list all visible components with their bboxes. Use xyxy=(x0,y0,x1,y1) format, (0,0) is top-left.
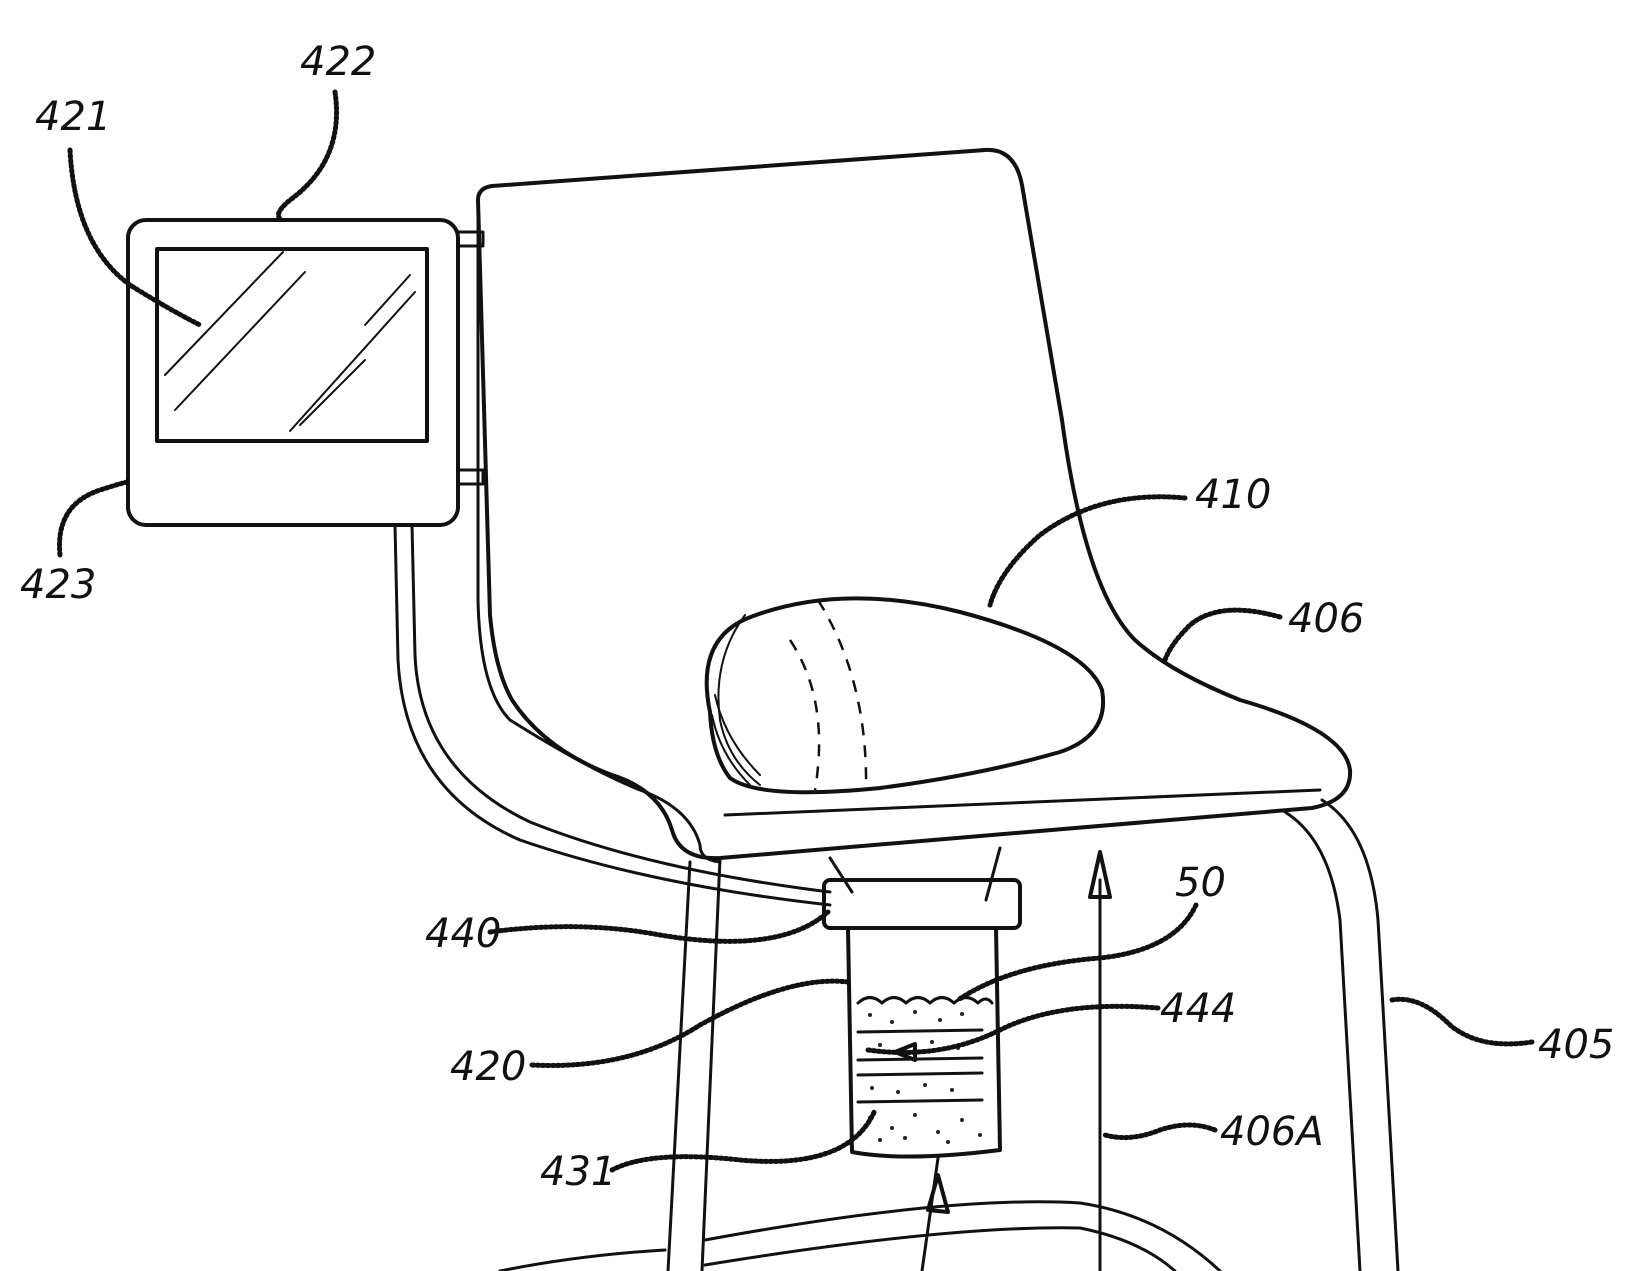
label-423: 423 xyxy=(20,562,96,608)
label-421: 421 xyxy=(35,94,111,140)
monitor-cables xyxy=(393,523,832,907)
label-422: 422 xyxy=(300,39,376,85)
label-406: 406 xyxy=(1288,596,1364,642)
base-frame xyxy=(498,1200,1222,1271)
label-405: 405 xyxy=(1538,1022,1614,1068)
leader-lines xyxy=(57,89,1535,1173)
label-420: 420 xyxy=(450,1044,526,1090)
label-440: 440 xyxy=(425,911,501,957)
label-406A: 406A xyxy=(1220,1109,1324,1155)
seat-post xyxy=(666,846,1002,1271)
label-431: 431 xyxy=(540,1149,616,1195)
pointer-arrow xyxy=(920,1156,950,1271)
monitor-mount-brackets xyxy=(456,230,485,486)
rear-frame xyxy=(1283,798,1400,1271)
label-50: 50 xyxy=(1175,860,1226,906)
seat-cushion xyxy=(704,596,1106,795)
label-410: 410 xyxy=(1195,472,1271,518)
reference-labels: 421 422 423 410 406 440 50 444 420 405 4… xyxy=(20,39,1614,1195)
fluid-container xyxy=(846,926,1002,1159)
clamp xyxy=(822,878,1022,930)
display-monitor xyxy=(126,218,460,527)
label-444: 444 xyxy=(1160,986,1236,1032)
